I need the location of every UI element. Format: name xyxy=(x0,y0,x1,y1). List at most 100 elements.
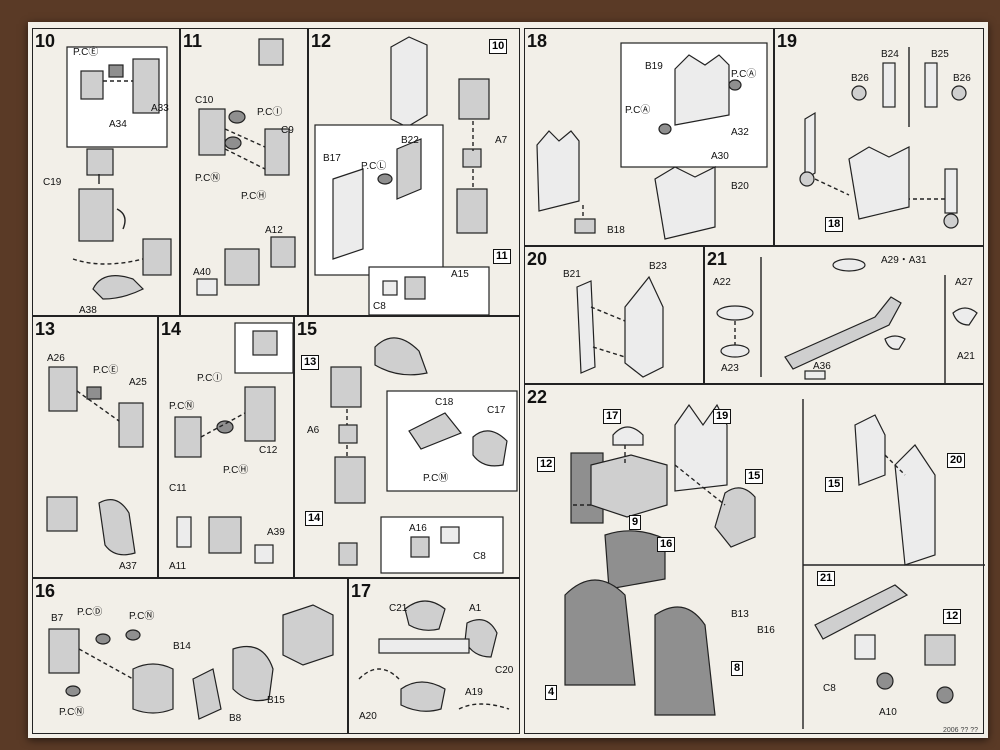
part-label: B16 xyxy=(757,625,775,636)
step-ref: 16 xyxy=(657,537,676,552)
step-number: 11 xyxy=(183,31,203,51)
part-label: A29・A31 xyxy=(881,255,927,266)
part-label: P.CⒽ xyxy=(223,465,249,476)
part-label: B26 xyxy=(851,73,869,84)
part-label: A40 xyxy=(193,267,211,278)
step-number: 14 xyxy=(161,319,182,339)
part-label: B14 xyxy=(173,641,191,652)
step-16-panel: 16 B7 P.CⒹ P.CⓃ B14 P.CⓃ B15 B8 xyxy=(32,578,348,734)
step-number: 13 xyxy=(35,319,56,339)
step-ref: 20 xyxy=(947,453,966,468)
part-label: B22 xyxy=(401,135,419,146)
part-label: A11 xyxy=(169,561,187,572)
part-label: B19 xyxy=(645,61,663,72)
part-label: P.CⓃ xyxy=(195,173,221,184)
step-ref: 12 xyxy=(537,457,556,472)
part-label: C12 xyxy=(259,445,278,456)
step-11-panel: 11 C10 P.CⒾ C9 P.CⓃ P.CⒽ A12 A40 xyxy=(180,28,308,316)
step-22-art xyxy=(564,399,985,729)
part-label: C19 xyxy=(43,177,62,188)
part-label: B8 xyxy=(229,713,242,724)
step-19-art xyxy=(799,47,967,229)
step-21-panel: 21 A22 A23 A29・A31 A27 A21 A36 xyxy=(704,246,984,385)
step-13-art xyxy=(46,366,144,556)
part-label: A1 xyxy=(469,603,482,614)
step-18-panel: 18 B19 P.CⒶ P.CⒶ A32 A30 B20 B18 xyxy=(524,28,774,246)
part-label: P.CⒹ xyxy=(77,607,103,618)
step-ref: 15 xyxy=(825,477,844,492)
print-code: 2006 ?? ?? xyxy=(942,727,978,734)
part-label: P.CⒾ xyxy=(197,373,223,384)
part-label: B26 xyxy=(953,73,971,84)
step-14-art xyxy=(174,322,294,564)
step-20-art xyxy=(576,275,664,378)
step-ref: 14 xyxy=(305,511,324,526)
step-number: 19 xyxy=(777,31,798,51)
step-number: 12 xyxy=(311,31,332,51)
part-label: B15 xyxy=(267,695,285,706)
part-label: P.CⒶ xyxy=(731,69,757,80)
step-number: 20 xyxy=(527,249,548,269)
part-label: C10 xyxy=(195,95,214,106)
step-number: 18 xyxy=(527,31,548,51)
step-15-art xyxy=(330,337,518,574)
part-label: P.CⒶ xyxy=(625,105,651,116)
part-label: B18 xyxy=(607,225,625,236)
step-ref: 9 xyxy=(629,515,642,530)
part-label: A34 xyxy=(109,119,127,130)
part-label: A37 xyxy=(119,561,137,572)
part-label: A25 xyxy=(129,377,147,388)
part-label: A30 xyxy=(711,151,729,162)
part-label: B7 xyxy=(51,613,64,624)
step-ref: 4 xyxy=(545,685,558,700)
instruction-sheet: 10 P.CⒺ A33 A34 C19 A38 11 C10 P. xyxy=(28,22,988,738)
step-10-art xyxy=(66,46,172,300)
step-ref: 11 xyxy=(493,249,511,264)
part-label: P.CⓁ xyxy=(361,161,387,172)
part-label: A21 xyxy=(957,351,975,362)
step-19-panel: 19 B24 B25 B26 B26 18 xyxy=(774,28,984,246)
part-label: C17 xyxy=(487,405,506,416)
part-label: B20 xyxy=(731,181,749,192)
part-label: P.CⓃ xyxy=(129,611,155,622)
step-12-panel: 12 10 B22 B17 P.CⓁ A7 A15 C8 11 xyxy=(308,28,520,316)
part-label: P.CⒾ xyxy=(257,107,283,118)
step-20-panel: 20 B21 B23 xyxy=(524,246,704,384)
part-label: A39 xyxy=(267,527,285,538)
part-label: A22 xyxy=(713,277,731,288)
part-label: B24 xyxy=(881,49,899,60)
part-label: P.CⓃ xyxy=(169,401,195,412)
part-label: P.CⒺ xyxy=(93,365,119,376)
part-label: C8 xyxy=(823,683,836,694)
part-label: C21 xyxy=(389,603,408,614)
part-label: A12 xyxy=(265,225,283,236)
part-label: P.CⒽ xyxy=(241,191,267,202)
part-label: B17 xyxy=(323,153,341,164)
step-ref: 19 xyxy=(713,409,732,424)
part-label: A36 xyxy=(813,361,831,372)
part-label: A20 xyxy=(359,711,377,722)
step-number: 10 xyxy=(35,31,56,51)
part-label: P.CⒺ xyxy=(73,47,99,58)
part-label: A23 xyxy=(721,363,739,374)
step-16-art xyxy=(48,604,334,720)
step-17-art xyxy=(358,600,510,712)
part-label: A10 xyxy=(879,707,897,718)
part-label: A32 xyxy=(731,127,749,138)
part-label: C8 xyxy=(473,551,486,562)
part-label: C20 xyxy=(495,665,514,676)
part-label: A38 xyxy=(79,305,97,316)
step-number: 21 xyxy=(707,249,728,269)
step-11-art xyxy=(196,38,296,296)
part-label: A33 xyxy=(151,103,169,114)
step-ref: 21 xyxy=(817,571,836,586)
step-ref: 17 xyxy=(603,409,622,424)
part-label: A26 xyxy=(47,353,65,364)
step-10-panel: 10 P.CⒺ A33 A34 C19 A38 xyxy=(32,28,180,316)
part-label: A15 xyxy=(451,269,469,280)
part-label: P.CⓃ xyxy=(59,707,85,718)
step-14-panel: 14 P.CⒾ P.CⓃ C12 P.CⒽ C11 A11 A39 xyxy=(158,316,294,578)
step-ref: 13 xyxy=(301,355,320,370)
step-number: 17 xyxy=(351,581,372,601)
part-label: C11 xyxy=(169,483,187,494)
